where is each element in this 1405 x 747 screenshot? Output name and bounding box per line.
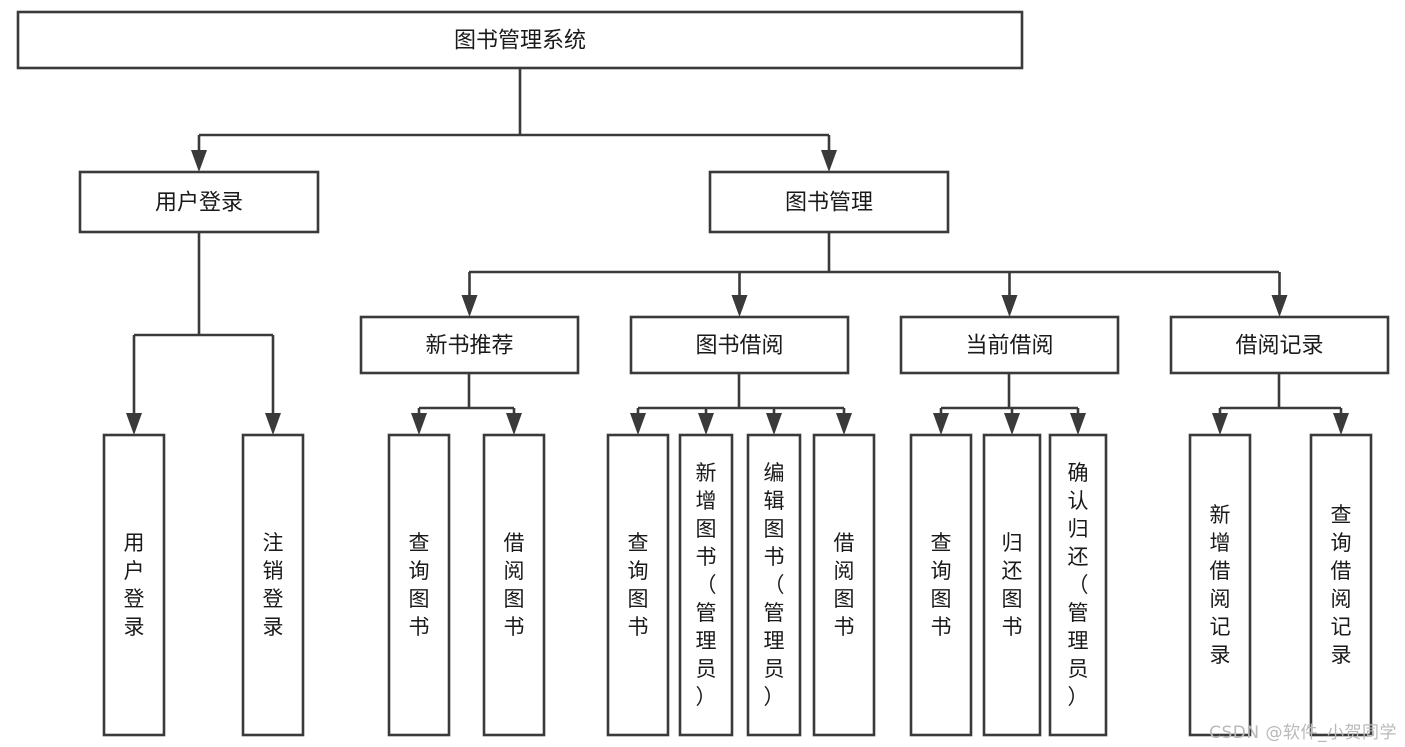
node-book-borrow[interactable]: 图书借阅: [629, 315, 850, 375]
connector-bus-book-borrow: [638, 373, 844, 410]
node-new-book-rec[interactable]: 新书推荐: [359, 315, 580, 375]
node-leaf-borrow-book-2[interactable]: 借阅图书: [812, 433, 876, 737]
node-label-new-book-rec: 新书推荐: [425, 334, 513, 359]
connector-layer: [126, 68, 1349, 435]
edge-user-login-to-leaf-logout: [265, 335, 281, 435]
node-label-leaf-add-book: 新增图书（管理员）: [696, 461, 717, 709]
edge-book-manage-to-new-book-rec: [461, 272, 478, 317]
node-label-leaf-return-book: 归还图书: [1002, 531, 1023, 639]
edge-current-borrow-to-leaf-confirm-return: [1070, 408, 1086, 435]
connector-bus-borrow-record: [1220, 373, 1341, 410]
edge-new-book-rec-to-leaf-borrow-book-1: [506, 408, 522, 435]
node-box-leaf-borrow-book-2[interactable]: [812, 433, 876, 737]
edge-book-borrow-to-leaf-edit-book: [766, 408, 782, 435]
connector-bus-user-login: [134, 232, 273, 337]
edge-root-to-book-manage: [821, 135, 837, 172]
edge-user-login-to-leaf-user-login: [126, 335, 142, 435]
node-box-leaf-query-book-3[interactable]: [909, 433, 973, 737]
node-leaf-return-book[interactable]: 归还图书: [982, 433, 1042, 737]
node-box-leaf-edit-book[interactable]: [746, 433, 802, 737]
node-label-user-login: 用户登录: [155, 191, 243, 216]
node-box-leaf-borrow-book-1[interactable]: [482, 433, 546, 737]
node-box-leaf-confirm-return[interactable]: [1048, 433, 1108, 737]
node-label-leaf-logout: 注销登录: [263, 531, 284, 639]
edge-borrow-record-to-leaf-add-record: [1212, 408, 1228, 435]
connector-bus-new-book-rec: [419, 373, 514, 410]
edge-current-borrow-to-leaf-return-book: [1004, 408, 1020, 435]
node-box-book-manage[interactable]: [708, 170, 950, 234]
node-label-leaf-user-login: 用户登录: [124, 531, 145, 639]
node-label-book-manage: 图书管理: [785, 191, 873, 216]
node-leaf-query-book-1[interactable]: 查询图书: [387, 433, 451, 737]
edge-book-manage-to-current-borrow: [1001, 272, 1018, 317]
node-book-manage[interactable]: 图书管理: [708, 170, 950, 234]
edge-book-borrow-to-leaf-borrow-book-2: [836, 408, 852, 435]
edge-new-book-rec-to-leaf-query-book-1: [411, 408, 427, 435]
edge-root-to-user-login: [191, 135, 207, 172]
node-leaf-user-login[interactable]: 用户登录: [102, 433, 166, 737]
node-box-new-book-rec[interactable]: [359, 315, 580, 375]
node-leaf-query-record[interactable]: 查询借阅记录: [1309, 433, 1373, 737]
node-borrow-record[interactable]: 借阅记录: [1169, 315, 1390, 375]
node-box-leaf-query-record[interactable]: [1309, 433, 1373, 737]
node-leaf-add-record[interactable]: 新增借阅记录: [1188, 433, 1252, 737]
node-label-leaf-query-record: 查询借阅记录: [1331, 503, 1352, 667]
node-leaf-add-book[interactable]: 新增图书（管理员）: [678, 433, 734, 737]
node-label-leaf-query-book-1: 查询图书: [409, 531, 430, 639]
node-label-current-borrow: 当前借阅: [965, 334, 1053, 359]
edge-borrow-record-to-leaf-query-record: [1333, 408, 1349, 435]
node-leaf-edit-book[interactable]: 编辑图书（管理员）: [746, 433, 802, 737]
connector-bus-book-manage: [469, 232, 1279, 274]
node-root[interactable]: 图书管理系统: [16, 10, 1024, 70]
node-leaf-logout[interactable]: 注销登录: [241, 433, 305, 737]
node-label-borrow-record: 借阅记录: [1235, 334, 1323, 359]
node-leaf-confirm-return[interactable]: 确认归还（管理员）: [1048, 433, 1108, 737]
node-label-book-borrow: 图书借阅: [695, 334, 783, 359]
node-box-leaf-user-login[interactable]: [102, 433, 166, 737]
node-box-book-borrow[interactable]: [629, 315, 850, 375]
node-box-leaf-add-record[interactable]: [1188, 433, 1252, 737]
node-label-leaf-borrow-book-1: 借阅图书: [504, 531, 525, 639]
node-label-leaf-edit-book: 编辑图书（管理员）: [764, 461, 785, 709]
edge-book-manage-to-book-borrow: [731, 272, 748, 317]
node-current-borrow[interactable]: 当前借阅: [899, 315, 1120, 375]
edge-book-borrow-to-leaf-query-book-2: [630, 408, 646, 435]
node-label-leaf-query-book-3: 查询图书: [931, 531, 952, 639]
node-label-leaf-add-record: 新增借阅记录: [1210, 503, 1231, 667]
node-box-leaf-logout[interactable]: [241, 433, 305, 737]
node-user-login[interactable]: 用户登录: [78, 170, 320, 234]
node-box-current-borrow[interactable]: [899, 315, 1120, 375]
node-label-root: 图书管理系统: [454, 29, 586, 54]
connector-bus-root: [199, 68, 829, 137]
node-label-leaf-borrow-book-2: 借阅图书: [834, 531, 855, 639]
edge-current-borrow-to-leaf-query-book-3: [933, 408, 949, 435]
node-box-leaf-query-book-1[interactable]: [387, 433, 451, 737]
node-box-root[interactable]: [16, 10, 1024, 70]
node-box-borrow-record[interactable]: [1169, 315, 1390, 375]
connector-bus-current-borrow: [941, 373, 1078, 410]
node-box-user-login[interactable]: [78, 170, 320, 234]
node-label-leaf-confirm-return: 确认归还（管理员）: [1068, 461, 1089, 709]
node-box-leaf-add-book[interactable]: [678, 433, 734, 737]
node-leaf-query-book-2[interactable]: 查询图书: [606, 433, 670, 737]
node-layer: 图书管理系统用户登录图书管理新书推荐图书借阅当前借阅借阅记录用户登录注销登录查询…: [16, 10, 1390, 737]
node-box-leaf-query-book-2[interactable]: [606, 433, 670, 737]
node-box-leaf-return-book[interactable]: [982, 433, 1042, 737]
node-leaf-query-book-3[interactable]: 查询图书: [909, 433, 973, 737]
node-leaf-borrow-book-1[interactable]: 借阅图书: [482, 433, 546, 737]
edge-book-borrow-to-leaf-add-book: [698, 408, 714, 435]
edge-book-manage-to-borrow-record: [1271, 272, 1288, 317]
node-label-leaf-query-book-2: 查询图书: [628, 531, 649, 639]
